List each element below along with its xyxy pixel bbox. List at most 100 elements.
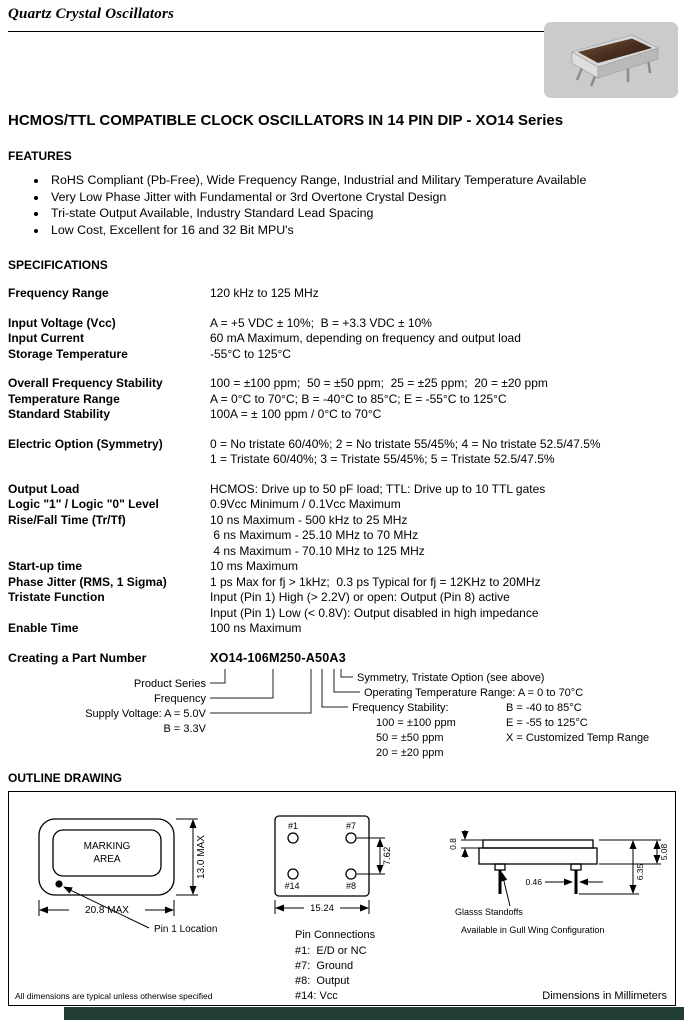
dimension-label-backing <box>69 902 145 916</box>
callout-product-series: Product Series <box>134 678 207 690</box>
pin1-dot <box>55 879 63 888</box>
height-dimension: 13.0 MAX <box>196 834 207 878</box>
spec-label: Phase Jitter (RMS, 1 Sigma) <box>8 574 167 589</box>
bottom-view-outline <box>274 814 370 897</box>
spec-label: Tristate Function <box>8 590 105 604</box>
side-view-pins <box>498 869 578 894</box>
spec-label: Input Current <box>8 331 84 345</box>
pin-connections-heading: Pin Connections <box>295 929 376 941</box>
callout-operating-temp-e: E = -55 to 125°C <box>506 717 588 729</box>
spec-value: 0 = No tristate 60/40%; 2 = No tristate … <box>210 436 601 451</box>
pin-label-7: #7 <box>346 821 356 831</box>
spec-label: Rise/Fall Time (Tr/Tf) <box>8 512 126 527</box>
pin1-leader-line <box>63 886 150 928</box>
lid-dimension-lines <box>461 829 483 858</box>
dimension-label-backing <box>304 900 340 914</box>
standoffs-label: Glasss Standoffs <box>455 907 523 917</box>
spec-value: 1 ps Max for fj > 1kHz; 0.3 ps Typical f… <box>210 574 541 589</box>
product-photo-image <box>544 22 678 98</box>
callout-operating-temp-b: B = -40 to 85°C <box>506 702 582 714</box>
spec-row: Overall Frequency Stability 100 = ±100 p… <box>8 376 676 392</box>
spec-value: A = 0°C to 70°C; B = -40°C to 85°C; E = … <box>210 391 507 406</box>
note-dimensions-mm: Dimensions in Millimeters <box>542 990 667 1002</box>
callout-supply-voltage-b: B = 3.3V <box>163 723 206 735</box>
spec-value: -55°C to 125°C <box>210 346 291 361</box>
page-content: HCMOS/TTL COMPATIBLE CLOCK OSCILLATORS I… <box>8 108 676 1006</box>
callout-frequency-stability: Frequency Stability: <box>352 702 449 714</box>
standoff-leader-line <box>500 871 511 906</box>
side-view-outline <box>478 838 598 871</box>
callout-fs-20: 20 = ±20 ppm <box>376 747 444 759</box>
spec-row: Storage Temperature -55°C to 125°C <box>8 347 676 363</box>
spec-label: Standard Stability <box>8 407 111 421</box>
pin-connection-item: #7: Ground <box>295 960 353 972</box>
spec-row: Input Current 60 mA Maximum, depending o… <box>8 331 676 347</box>
spec-label: Enable Time <box>8 621 79 635</box>
spec-label: Storage Temperature <box>8 346 128 361</box>
spec-value: 4 ns Maximum - 70.10 MHz to 125 MHz <box>210 543 425 558</box>
marking-area-label: MARKING <box>84 841 131 852</box>
spec-value: 120 kHz to 125 MHz <box>210 286 319 300</box>
spec-row: Logic "1" / Logic "0" Level 0.9Vcc Minim… <box>8 497 676 513</box>
part-number-diagram: Product Series Frequency Supply Voltage:… <box>85 668 649 759</box>
spec-label: Overall Frequency Stability <box>8 376 163 390</box>
part-number-section: Creating a Part Number XO14-106M250-A50A… <box>8 651 676 665</box>
lid-dimension: 0.8 <box>448 837 458 849</box>
spec-value: 100 = ±100 ppm; 50 = ±50 ppm; 25 = ±25 p… <box>210 376 548 390</box>
brand-title: Quartz Crystal Oscillators <box>8 6 175 22</box>
note-dimensions-typical: All dimensions are typical unless otherw… <box>15 991 213 1001</box>
specifications-table: Frequency Range 120 kHz to 125 MHz Input… <box>8 286 676 637</box>
spec-label: Logic "1" / Logic "0" Level <box>8 497 159 511</box>
callout-frequency: Frequency <box>154 693 206 705</box>
spec-label: Frequency Range <box>8 286 109 300</box>
callout-fs-100: 100 = ±100 ppm <box>376 717 456 729</box>
body-dimension: 5.08 <box>659 843 669 860</box>
callout-operating-temp-x: X = Customized Temp Range <box>506 732 649 744</box>
spec-row: Start-up time 10 ms Maximum <box>8 559 676 575</box>
gullwing-note: Available in Gull Wing Configuration <box>461 925 604 935</box>
outline-drawing-image: MARKING AREA 13.0 MAX 20.8 MAX Pin 1 Loc… <box>15 814 669 1002</box>
spec-label: Temperature Range <box>8 391 120 406</box>
marking-area-label: AREA <box>93 854 121 865</box>
pin-connection-item: #8: Output <box>295 975 349 987</box>
feature-item: RoHS Compliant (Pb-Free), Wide Frequency… <box>48 172 676 189</box>
pin-label-8: #8 <box>346 881 356 891</box>
spec-row: Enable Time 100 ns Maximum <box>8 621 676 637</box>
specifications-heading: SPECIFICATIONS <box>8 258 108 272</box>
outline-heading: OUTLINE DRAWING <box>8 770 122 785</box>
spec-group: Input Voltage (Vcc) A = +5 VDC ± 10%; B … <box>8 316 676 363</box>
spec-group: Output Load HCMOS: Drive up to 50 pF loa… <box>8 482 676 637</box>
spec-label: Output Load <box>8 481 80 496</box>
pitch-v-dimension: 7.62 <box>382 846 393 865</box>
callout-symmetry: Symmetry, Tristate Option (see above) <box>357 672 544 684</box>
spec-group: Overall Frequency Stability 100 = ±100 p… <box>8 376 676 423</box>
features-list: RoHS Compliant (Pb-Free), Wide Frequency… <box>8 172 676 238</box>
spec-value: 6 ns Maximum - 25.10 MHz to 70 MHz <box>210 528 419 542</box>
total-dimension-lines <box>579 839 639 894</box>
spec-row: Temperature Range A = 0°C to 70°C; B = -… <box>8 392 676 408</box>
spec-row: Output Load HCMOS: Drive up to 50 pF loa… <box>8 482 676 498</box>
footer-bar <box>64 1007 684 1020</box>
spec-value: A = +5 VDC ± 10%; B = +3.3 VDC ± 10% <box>210 315 432 330</box>
features-heading: FEATURES <box>8 149 72 163</box>
spec-value: 60 mA Maximum, depending on frequency an… <box>210 331 521 345</box>
spec-value: 100 ns Maximum <box>210 621 302 635</box>
callout-lines <box>210 668 360 713</box>
outline-drawing: MARKING AREA 13.0 MAX 20.8 MAX Pin 1 Loc… <box>8 790 676 1006</box>
feature-item: Tri-state Output Available, Industry Sta… <box>48 205 676 222</box>
spec-row: Frequency Range 120 kHz to 125 MHz <box>8 286 676 302</box>
header-rule <box>8 31 676 32</box>
spec-value: 100A = ± 100 ppm / 0°C to 70°C <box>210 407 382 421</box>
callout-operating-temp: Operating Temperature Range: A = 0 to 70… <box>364 687 583 699</box>
spec-group: Frequency Range 120 kHz to 125 MHz <box>8 286 676 302</box>
spec-row: Standard Stability 100A = ± 100 ppm / 0°… <box>8 407 676 423</box>
spec-value: 1 = Tristate 60/40%; 3 = Tristate 55/45%… <box>210 452 555 466</box>
part-number-heading: Creating a Part Number <box>8 650 147 665</box>
pin-label-1: #1 <box>288 821 298 831</box>
product-photo <box>544 22 678 98</box>
spec-label: Electric Option (Symmetry) <box>8 436 163 451</box>
spec-row: Tristate Function Input (Pin 1) High (> … <box>8 590 676 621</box>
spec-row: Phase Jitter (RMS, 1 Sigma) 1 ps Max for… <box>8 575 676 591</box>
pin1-location-label: Pin 1 Location <box>154 924 217 935</box>
